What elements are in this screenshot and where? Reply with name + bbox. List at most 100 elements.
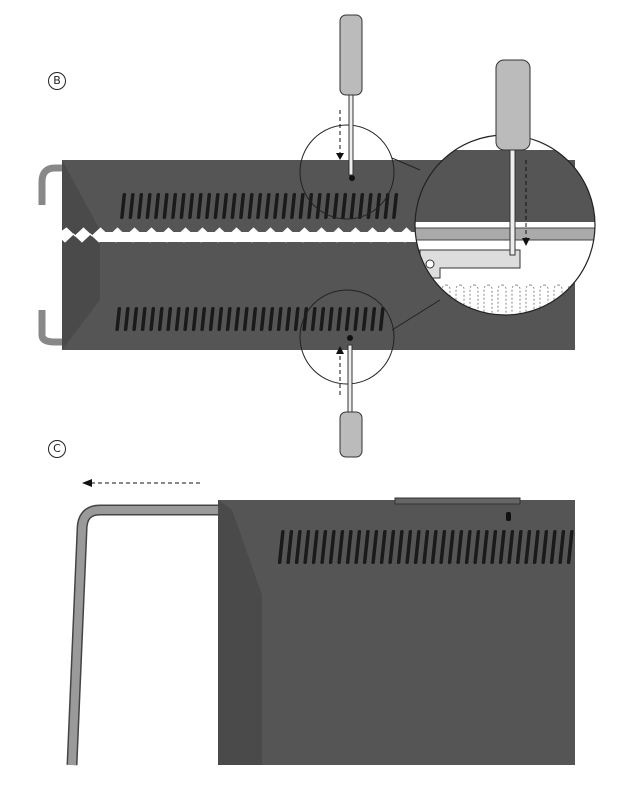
vent-slot bbox=[264, 193, 271, 219]
vent-slot bbox=[268, 307, 275, 331]
vent-slot bbox=[337, 530, 345, 564]
vent-slot bbox=[273, 193, 280, 219]
vents-bottom bbox=[115, 307, 385, 331]
vent-slot bbox=[196, 193, 203, 219]
vent-slot bbox=[276, 307, 283, 331]
step-label-b: B bbox=[48, 72, 66, 90]
vent-slot bbox=[430, 530, 438, 564]
vent-slot bbox=[328, 530, 336, 564]
vent-slot bbox=[354, 530, 362, 564]
detail-circle-bottom bbox=[299, 289, 395, 385]
vent-slot bbox=[205, 193, 212, 219]
handle-top bbox=[38, 164, 70, 205]
vent-slot bbox=[366, 193, 373, 219]
vent-slot bbox=[242, 307, 249, 331]
vent-slot bbox=[490, 530, 498, 564]
screw-hole-top bbox=[349, 175, 355, 181]
vent-slot bbox=[456, 530, 464, 564]
vent-slot bbox=[524, 530, 532, 564]
vent-slot bbox=[307, 193, 314, 219]
vent-slot bbox=[277, 530, 285, 564]
vent-slot bbox=[208, 307, 215, 331]
vent-slot-outline bbox=[455, 284, 465, 315]
vent-slot bbox=[379, 530, 387, 564]
vent-slot bbox=[149, 307, 156, 331]
vent-slot bbox=[405, 530, 413, 564]
vent-slot bbox=[327, 307, 334, 331]
vent-slot bbox=[447, 530, 455, 564]
vent-slot bbox=[239, 193, 246, 219]
magnified-view bbox=[415, 135, 595, 315]
vent-slot bbox=[166, 307, 173, 331]
vent-slot bbox=[311, 530, 319, 564]
vent-slot bbox=[324, 193, 331, 219]
vent-slot bbox=[362, 530, 370, 564]
detail-circle-top bbox=[299, 124, 395, 220]
vent-slot bbox=[336, 307, 343, 331]
vent-slot bbox=[319, 307, 326, 331]
vent-slot-outline bbox=[483, 284, 493, 315]
vent-slot bbox=[298, 193, 305, 219]
vent-slot bbox=[183, 307, 190, 331]
vent-slot bbox=[140, 307, 147, 331]
vent-slot bbox=[349, 193, 356, 219]
vent-slot bbox=[154, 193, 161, 219]
vent-slot-outline bbox=[441, 284, 451, 315]
vent-slot bbox=[481, 530, 489, 564]
vent-slot bbox=[371, 530, 379, 564]
vent-slot bbox=[256, 193, 263, 219]
vent-slot bbox=[217, 307, 224, 331]
vent-slot bbox=[439, 530, 447, 564]
vent-slot bbox=[293, 307, 300, 331]
vent-slot bbox=[345, 530, 353, 564]
vent-slot bbox=[285, 307, 292, 331]
vent-slot bbox=[532, 530, 540, 564]
vent-slot bbox=[290, 193, 297, 219]
vent-slot bbox=[315, 193, 322, 219]
vent-slot bbox=[388, 530, 396, 564]
screw-hole-bottom bbox=[347, 335, 353, 341]
vent-slot bbox=[422, 530, 430, 564]
heater-side-face bbox=[62, 160, 100, 350]
vent-slot bbox=[128, 193, 135, 219]
vent-slot-outline bbox=[511, 284, 521, 315]
vent-slot bbox=[332, 193, 339, 219]
vent-slot bbox=[344, 307, 351, 331]
vent-slot bbox=[174, 307, 181, 331]
screwdriver-zoom bbox=[495, 59, 531, 256]
vent-slot bbox=[222, 193, 229, 219]
vent-slot bbox=[303, 530, 311, 564]
vent-slot bbox=[137, 193, 144, 219]
screwdriver-top bbox=[336, 14, 363, 176]
vent-slot bbox=[353, 307, 360, 331]
vent-slot bbox=[247, 193, 254, 219]
screwdriver-bottom bbox=[336, 344, 363, 458]
vent-slot bbox=[320, 530, 328, 564]
vent-slot bbox=[473, 530, 481, 564]
vents bbox=[277, 530, 574, 564]
vent-slot bbox=[358, 193, 365, 219]
vent-slot bbox=[558, 530, 566, 564]
vent-slot-outline bbox=[469, 284, 479, 315]
heater-side-face bbox=[218, 500, 262, 765]
vent-slot bbox=[375, 193, 382, 219]
vent-slot bbox=[115, 307, 122, 331]
panel-c bbox=[66, 479, 575, 766]
vent-slot bbox=[286, 530, 294, 564]
vent-slot bbox=[191, 307, 198, 331]
vent-slot bbox=[392, 193, 399, 219]
vent-slot bbox=[515, 530, 523, 564]
vent-slot bbox=[396, 530, 404, 564]
vent-slot bbox=[310, 307, 317, 331]
vent-slot bbox=[123, 307, 130, 331]
vent-slot bbox=[464, 530, 472, 564]
heater-body bbox=[218, 500, 575, 765]
vent-slot bbox=[251, 307, 258, 331]
vent-slot bbox=[341, 193, 348, 219]
vent-slot-outline bbox=[525, 284, 535, 315]
vent-slot bbox=[213, 193, 220, 219]
vent-slot bbox=[120, 193, 127, 219]
vent-slot bbox=[162, 193, 169, 219]
vent-slot bbox=[145, 193, 152, 219]
